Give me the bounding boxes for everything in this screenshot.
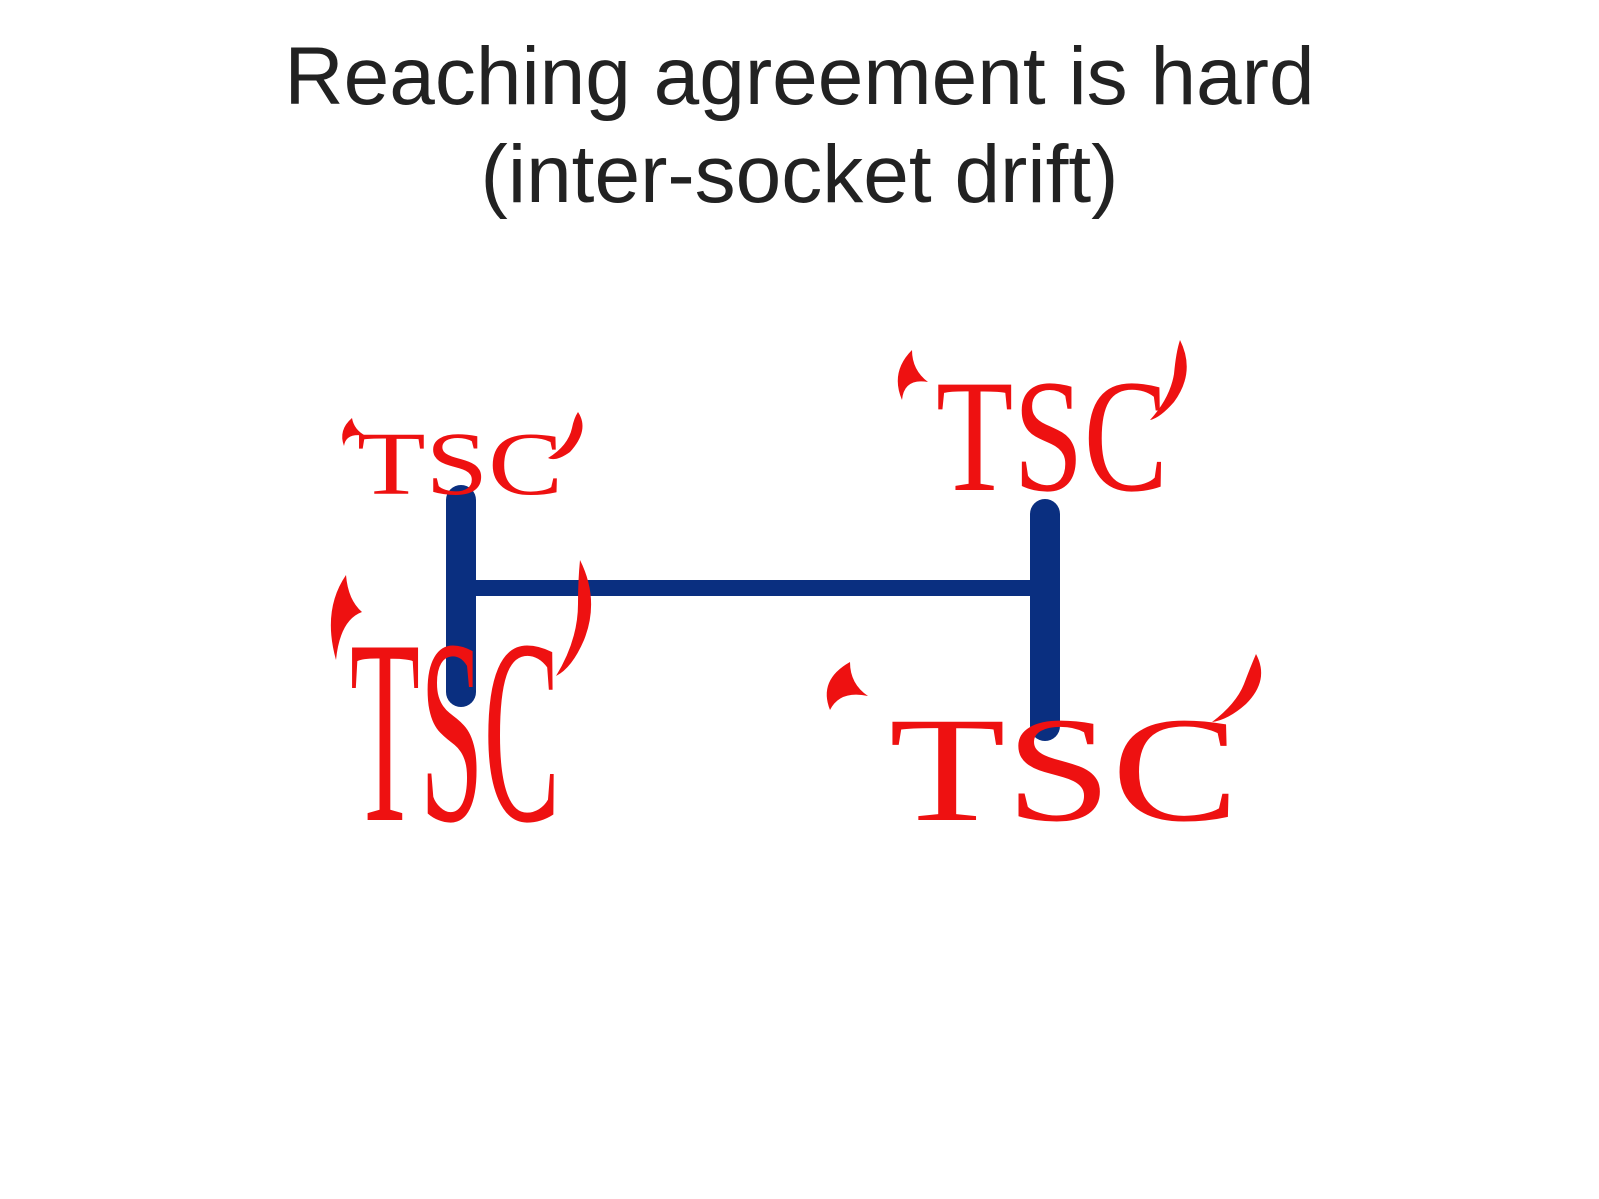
tsc-left-bottom: TSC	[330, 560, 592, 877]
tsc-right-bottom: TSC	[826, 654, 1262, 853]
tsc-label: TSC	[889, 687, 1239, 853]
horn-right-icon	[1150, 340, 1187, 420]
horn-left-icon	[342, 418, 366, 446]
tsc-label: TSC	[936, 347, 1168, 525]
tsc-label: TSC	[357, 415, 563, 514]
horn-right-icon	[556, 560, 592, 676]
slide-title: Reaching agreement is hard (inter-socket…	[0, 28, 1599, 224]
horn-right-icon	[548, 412, 583, 460]
slide-title-line-2: (inter-socket drift)	[480, 129, 1119, 220]
horn-left-icon	[897, 350, 928, 400]
tsc-right-top: TSC	[897, 340, 1187, 525]
horn-right-icon	[1212, 654, 1262, 722]
horn-left-icon	[330, 575, 362, 660]
tsc-label: TSC	[350, 585, 560, 877]
horn-left-icon	[826, 662, 868, 710]
tsc-left-top: TSC	[342, 412, 583, 514]
slide-title-line-1: Reaching agreement is hard	[284, 31, 1315, 122]
